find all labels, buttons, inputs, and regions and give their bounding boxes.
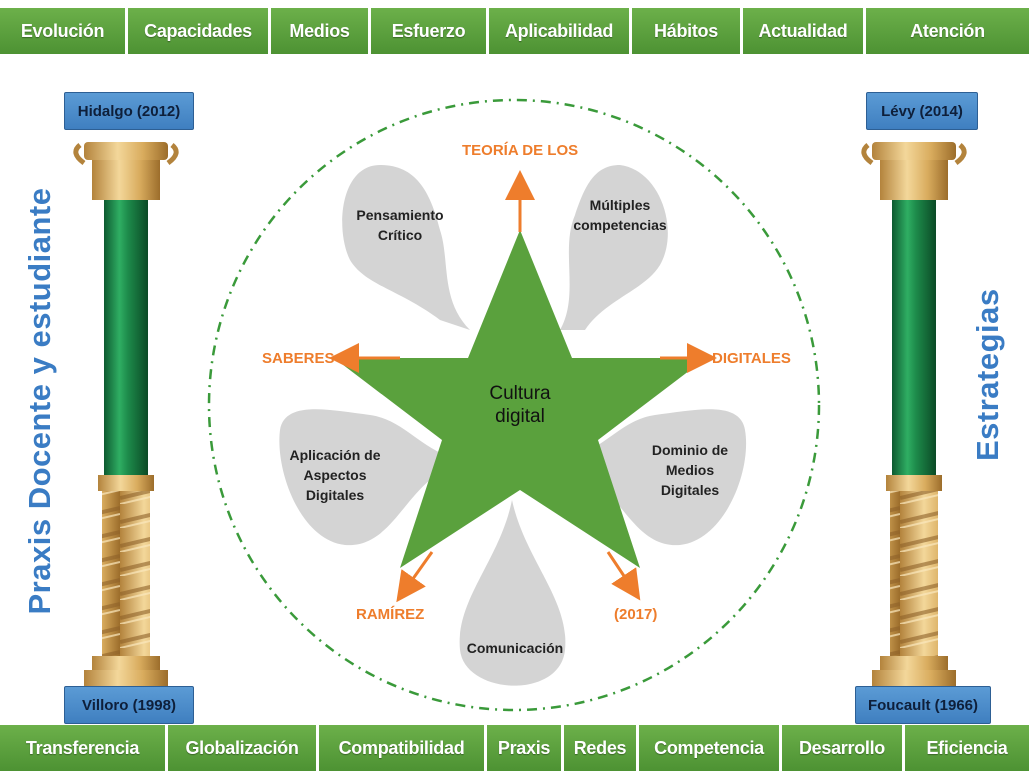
petal-line: Medios <box>665 462 715 478</box>
dash-dot-circle <box>207 98 821 712</box>
top-keyword: Aplicabilidad <box>489 8 629 54</box>
bottom-keyword: Redes <box>564 725 636 771</box>
right-top-label: Lévy (2014) <box>866 92 978 130</box>
petal-line: Pensamiento <box>356 207 444 223</box>
petal-top-right-text: Múltiples competencias <box>565 195 675 235</box>
top-keyword-bar: Evolución Capacidades Medios Esfuerzo Ap… <box>0 8 1029 54</box>
left-bottom-label: Villoro (1998) <box>64 686 194 724</box>
bottom-keyword: Transferencia <box>0 725 165 771</box>
bottom-keyword: Compatibilidad <box>319 725 484 771</box>
top-keyword: Atención <box>866 8 1029 54</box>
top-keyword: Esfuerzo <box>371 8 486 54</box>
arrow-label-right: DIGITALES <box>712 350 791 367</box>
center-title-line: Cultura <box>489 383 551 404</box>
right-column <box>861 142 967 686</box>
right-side-text: Estrategias <box>970 288 1005 461</box>
arrow-label-bottom-right: (2017) <box>614 606 658 623</box>
left-column <box>73 142 179 686</box>
petal-line: Digitales <box>660 482 720 498</box>
petal-top-right <box>560 165 668 330</box>
petal-left-text: Aplicación de Aspectos Digitales <box>275 445 395 505</box>
right-bottom-label: Foucault (1966) <box>855 686 991 724</box>
green-star <box>334 230 706 568</box>
petal-line: competencias <box>573 217 667 233</box>
top-keyword: Medios <box>271 8 368 54</box>
petal-line: Comunicación <box>466 640 564 656</box>
petal-right-text: Dominio de Medios Digitales <box>630 440 750 500</box>
petal-bottom <box>459 500 566 686</box>
petal-top-left-text: Pensamiento Crítico <box>345 205 455 245</box>
petal-line: Digitales <box>305 487 365 503</box>
top-keyword: Capacidades <box>128 8 268 54</box>
left-side-text: Praxis Docente y estudiante <box>22 187 57 615</box>
petal-line: Dominio de <box>651 442 729 458</box>
center-title-line: digital <box>495 406 545 427</box>
petal-top-left <box>342 165 470 330</box>
arrow-label-bottom-left: RAMÍREZ <box>356 606 425 623</box>
arrow-label-left: SABERES <box>262 350 335 367</box>
petal-line: Aspectos <box>303 467 367 483</box>
center-title: Cultura digital <box>465 382 575 428</box>
petal-right <box>565 409 747 546</box>
petals <box>279 165 747 686</box>
top-keyword: Actualidad <box>743 8 863 54</box>
bottom-keyword: Desarrollo <box>782 725 902 771</box>
bottom-keyword: Globalización <box>168 725 316 771</box>
petal-bottom-text: Comunicación <box>455 638 575 658</box>
bottom-keyword: Competencia <box>639 725 779 771</box>
bottom-keyword: Eficiencia <box>905 725 1029 771</box>
top-keyword: Evolución <box>0 8 125 54</box>
top-keyword: Hábitos <box>632 8 740 54</box>
left-top-label: Hidalgo (2012) <box>64 92 194 130</box>
petal-line: Aplicación de <box>289 447 381 463</box>
bottom-keyword: Praxis <box>487 725 561 771</box>
petal-left <box>279 409 460 546</box>
petal-line: Múltiples <box>589 197 651 213</box>
arrow-label-top: TEORÍA DE LOS <box>462 142 579 159</box>
bottom-keyword-bar: Transferencia Globalización Compatibilid… <box>0 725 1029 771</box>
arrows <box>329 170 717 603</box>
petal-line: Crítico <box>377 227 423 243</box>
